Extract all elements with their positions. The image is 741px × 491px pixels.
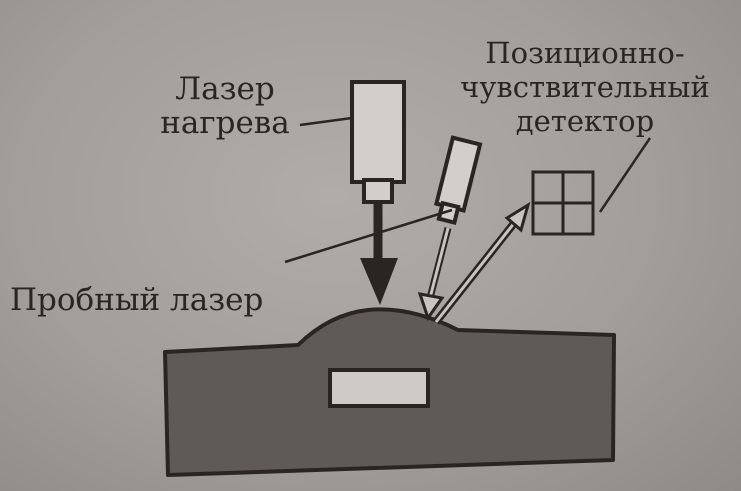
heating-label-leader [299, 116, 353, 127]
probe-beam-incident-core [428, 227, 450, 299]
probe-label-leader [284, 208, 453, 264]
probe-laser [434, 135, 483, 225]
detector-label-line-1: Позиционно- [485, 36, 685, 70]
embedded-element [328, 368, 430, 408]
heating-laser-label-line-2: нагрева [160, 105, 290, 141]
detector-label-line-3: детектор [515, 104, 655, 138]
probe-beam-incident-arrowhead [417, 292, 445, 322]
heating-laser-label: Лазер нагрева [140, 72, 310, 140]
heating-beam-arrowhead [360, 258, 398, 305]
detector-label-leader [598, 137, 652, 213]
detector-label-line-2: чувствительный [460, 70, 710, 104]
detector-quadrant [531, 170, 595, 236]
reflected-beam-core [434, 221, 517, 323]
heating-laser-nozzle [362, 178, 394, 204]
heating-laser-body [350, 80, 406, 184]
reflected-beam-arrowhead [504, 201, 531, 233]
detector-label: Позиционно- чувствительный детектор [435, 36, 735, 138]
heating-laser-label-line-1: Лазер [175, 71, 275, 107]
probe-laser-body [434, 135, 483, 213]
probe-laser-nozzle [436, 200, 461, 225]
probe-laser-label: Пробный лазер [10, 282, 264, 318]
